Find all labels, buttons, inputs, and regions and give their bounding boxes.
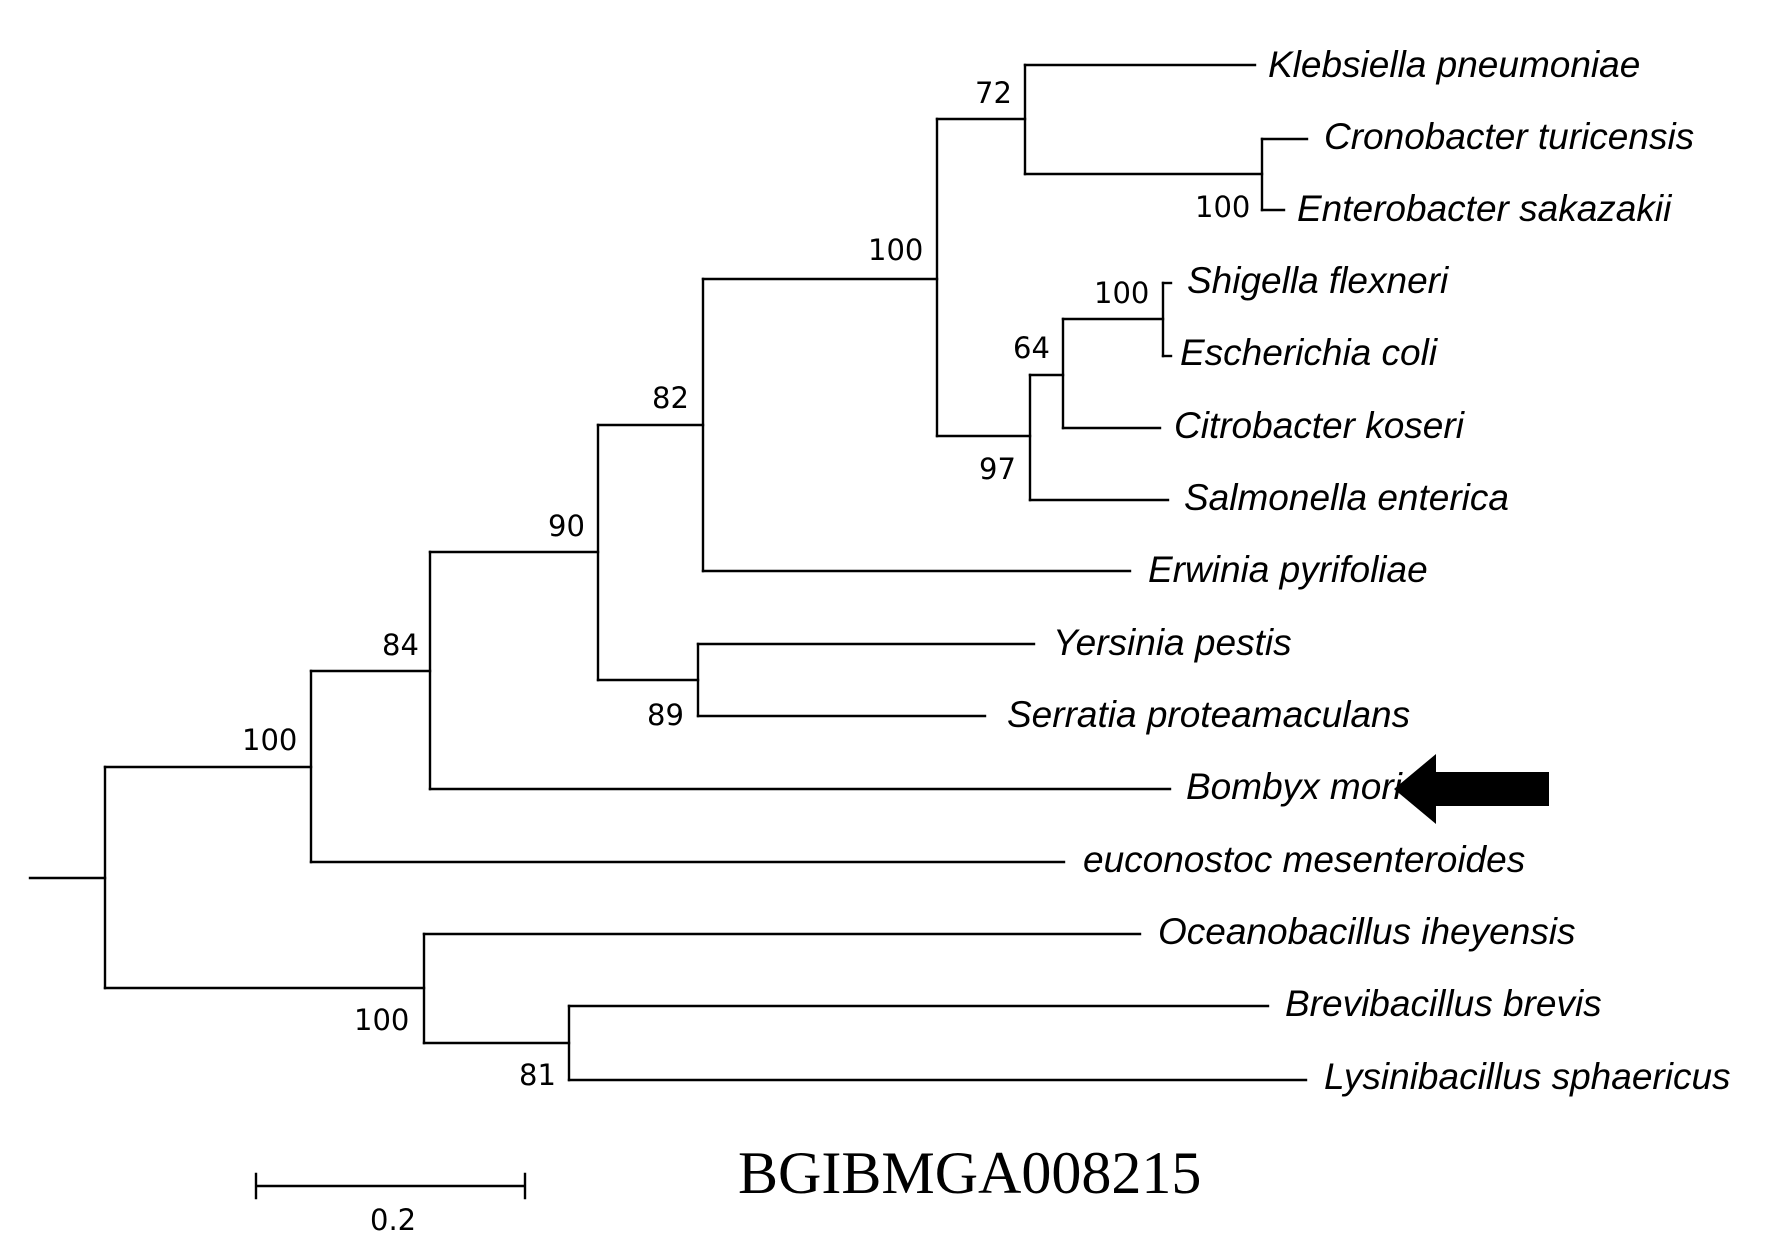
taxon-label: Cronobacter turicensis — [1324, 116, 1694, 157]
bootstrap-value: 100 — [1195, 190, 1250, 224]
taxon-label: Escherichia coli — [1180, 332, 1439, 373]
taxon-label: Shigella flexneri — [1187, 260, 1450, 301]
taxon-label: Oceanobacillus iheyensis — [1158, 911, 1576, 952]
bootstrap-value: 84 — [382, 628, 419, 662]
figure-title: BGIBMGA008215 — [738, 1140, 1201, 1206]
taxon-label: Klebsiella pneumoniae — [1268, 44, 1640, 85]
bootstrap-value: 72 — [975, 76, 1012, 110]
bootstrap-value: 90 — [548, 509, 585, 543]
bootstrap-value: 100 — [1094, 276, 1149, 310]
bootstrap-value: 100 — [242, 723, 297, 757]
taxon-label: Citrobacter koseri — [1174, 405, 1466, 446]
bootstrap-value: 81 — [519, 1058, 556, 1092]
taxon-labels: Klebsiella pneumoniae Cronobacter turice… — [1007, 44, 1731, 1097]
tree-branches — [28, 63, 1309, 1082]
taxon-label: Enterobacter sakazakii — [1297, 188, 1673, 229]
bootstrap-value: 82 — [652, 381, 689, 415]
taxon-label: euconostoc mesenteroides — [1083, 839, 1525, 880]
taxon-label: Erwinia pyrifoliae — [1148, 549, 1428, 590]
bootstrap-value: 100 — [868, 233, 923, 267]
bootstrap-values: 72 100 100 100 64 97 82 90 89 84 100 100… — [242, 76, 1250, 1092]
taxon-label: Serratia proteamaculans — [1007, 694, 1410, 735]
taxon-label: Yersinia pestis — [1053, 622, 1292, 663]
scale-bar: 0.2 — [254, 1172, 527, 1237]
bootstrap-value: 100 — [354, 1003, 409, 1037]
scale-bar-label: 0.2 — [370, 1203, 416, 1237]
taxon-label: Brevibacillus brevis — [1285, 983, 1602, 1024]
scale-bar-line — [254, 1172, 527, 1200]
arrow-left-icon — [1394, 754, 1549, 824]
taxon-label: Salmonella enterica — [1184, 477, 1509, 518]
bootstrap-value: 89 — [647, 698, 684, 732]
taxon-label: Lysinibacillus sphaericus — [1324, 1056, 1731, 1097]
bootstrap-value: 64 — [1013, 331, 1050, 365]
bootstrap-value: 97 — [979, 452, 1016, 486]
taxon-label: Bombyx mori — [1186, 766, 1404, 807]
